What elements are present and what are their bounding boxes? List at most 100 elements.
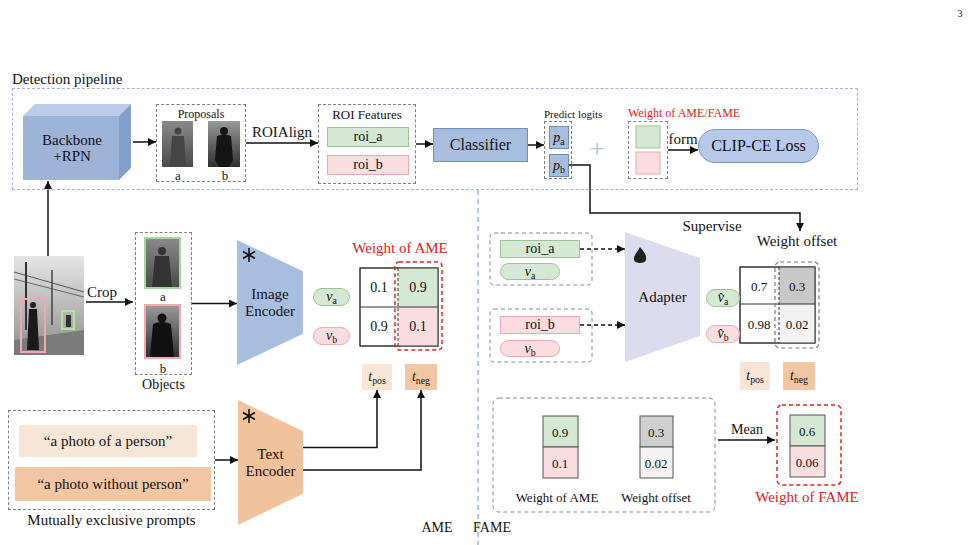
layout-shape: [543, 416, 578, 447]
math-symbol: p: [553, 130, 560, 145]
matrix-title: Weight of AME: [352, 241, 447, 256]
node-text: va: [525, 264, 536, 279]
math-subscript: a: [531, 270, 535, 281]
prompt-box: tneg: [783, 362, 815, 390]
math-subscript: a: [724, 296, 728, 307]
encoder-shape: [237, 240, 303, 365]
layout-shape: [398, 268, 438, 307]
layout-shape: [790, 415, 825, 446]
process-box: Classifier: [433, 128, 528, 162]
encoder-block: Image Encoder: [237, 240, 303, 365]
layout-shape: [718, 439, 775, 441]
street-photo: [14, 256, 84, 355]
weight-swatches: [636, 126, 660, 174]
matrix-cell: 0.9: [370, 320, 388, 334]
column-title: Weight of AME: [516, 491, 599, 504]
cube-side: [119, 104, 131, 180]
math-symbol: t: [368, 369, 372, 384]
prompt-box: tneg: [405, 364, 437, 390]
group-heading: Proposals: [157, 108, 245, 121]
node-text: roi_a: [354, 129, 383, 144]
flow-arrow: [580, 248, 625, 250]
arrow-label: Mean: [731, 423, 763, 437]
flow-arrow: [133, 141, 156, 143]
math-subscript: a: [560, 136, 564, 147]
node-text: “a photo without person”: [37, 476, 188, 493]
layout-shape: [490, 233, 592, 285]
embedding-pill: v̂a: [706, 289, 740, 307]
crop-letter: b: [222, 169, 229, 182]
matrix-cell: 0.3: [648, 426, 664, 439]
page-number: 3: [958, 9, 963, 19]
group-heading: Objects: [136, 377, 191, 392]
feature-box: roi_b: [500, 316, 580, 334]
pipeline-group: Detection pipelineBackbone +RPNProposals…: [12, 88, 858, 190]
prompt-box: tpos: [362, 364, 392, 390]
matrix-cell: 0.9: [552, 426, 568, 439]
layout-shape: [215, 135, 233, 168]
node-text: v̂a: [718, 290, 729, 305]
layout-shape: [145, 305, 180, 358]
node-text: “a photo of a person”: [44, 433, 172, 450]
flow-arrow: [416, 143, 433, 145]
layout-shape: [790, 446, 825, 477]
dashed-group: Weight of AME/FAME: [628, 121, 668, 179]
matrix-cell: 0.06: [796, 456, 819, 469]
edge-label: form: [668, 132, 697, 147]
node-text: tneg: [790, 368, 808, 383]
matrix-cell: 0.1: [552, 457, 568, 470]
crop-letter: b: [160, 362, 167, 375]
layout-shape: [21, 299, 45, 352]
loss-box: CLIP-CE Loss: [698, 129, 819, 163]
layout-shape: [51, 270, 53, 325]
input-arrow: [47, 181, 49, 256]
math-symbol: v: [326, 328, 332, 343]
fame-input-groups: [490, 233, 592, 362]
layout-shape: [740, 267, 815, 343]
math-subscript: b: [724, 332, 729, 343]
process-box: pb: [549, 154, 569, 177]
layout-shape: [775, 262, 819, 348]
matrix-cell: 0.1: [370, 281, 388, 295]
node-text: roi_b: [353, 157, 383, 172]
layout-shape: [740, 304, 815, 305]
matrix-cell: 0.1: [409, 320, 427, 334]
flow-arrow: [668, 149, 698, 151]
cube-top: [23, 104, 131, 116]
math-subscript: pos: [372, 375, 386, 386]
layout-shape: [636, 126, 660, 148]
layout-shape: [543, 447, 578, 478]
layout-shape: [150, 322, 174, 357]
dashed-group: Proposals: [156, 104, 246, 182]
matrix-cell: 0.7: [751, 280, 767, 293]
matrix-cell: 0.9: [409, 281, 427, 295]
prompt-box: “a photo without person”: [15, 467, 211, 501]
node-text: Adapter: [638, 289, 686, 306]
flow-arrow: [303, 390, 377, 448]
column-title: Weight offset: [621, 491, 691, 504]
node-text: tneg: [412, 369, 430, 384]
embedding-pill: va: [500, 263, 560, 280]
arrow-label: Supervise: [682, 219, 741, 234]
math-symbol: v̂: [718, 290, 724, 305]
matrix-cell: 0.6: [799, 425, 815, 438]
layout-shape: [636, 152, 660, 174]
group-heading: Weight of AME/FAME: [628, 107, 740, 120]
math-symbol: v: [524, 341, 530, 356]
group-heading: Predict logits: [544, 108, 602, 120]
layout-shape: [777, 405, 841, 485]
matrix-cell: 0.02: [645, 457, 668, 470]
node-text: Classifier: [450, 136, 511, 154]
math-subscript: b: [531, 347, 536, 358]
section-label: FAME: [473, 521, 511, 535]
node-text: vb: [524, 341, 535, 356]
layout-shape: [779, 267, 780, 343]
layout-shape: [398, 307, 438, 346]
layout-shape: [162, 121, 193, 167]
layout-shape: [360, 268, 438, 346]
math-symbol: v: [326, 289, 332, 304]
node-text: va: [326, 289, 337, 304]
group-heading: ROI Features: [319, 108, 415, 122]
